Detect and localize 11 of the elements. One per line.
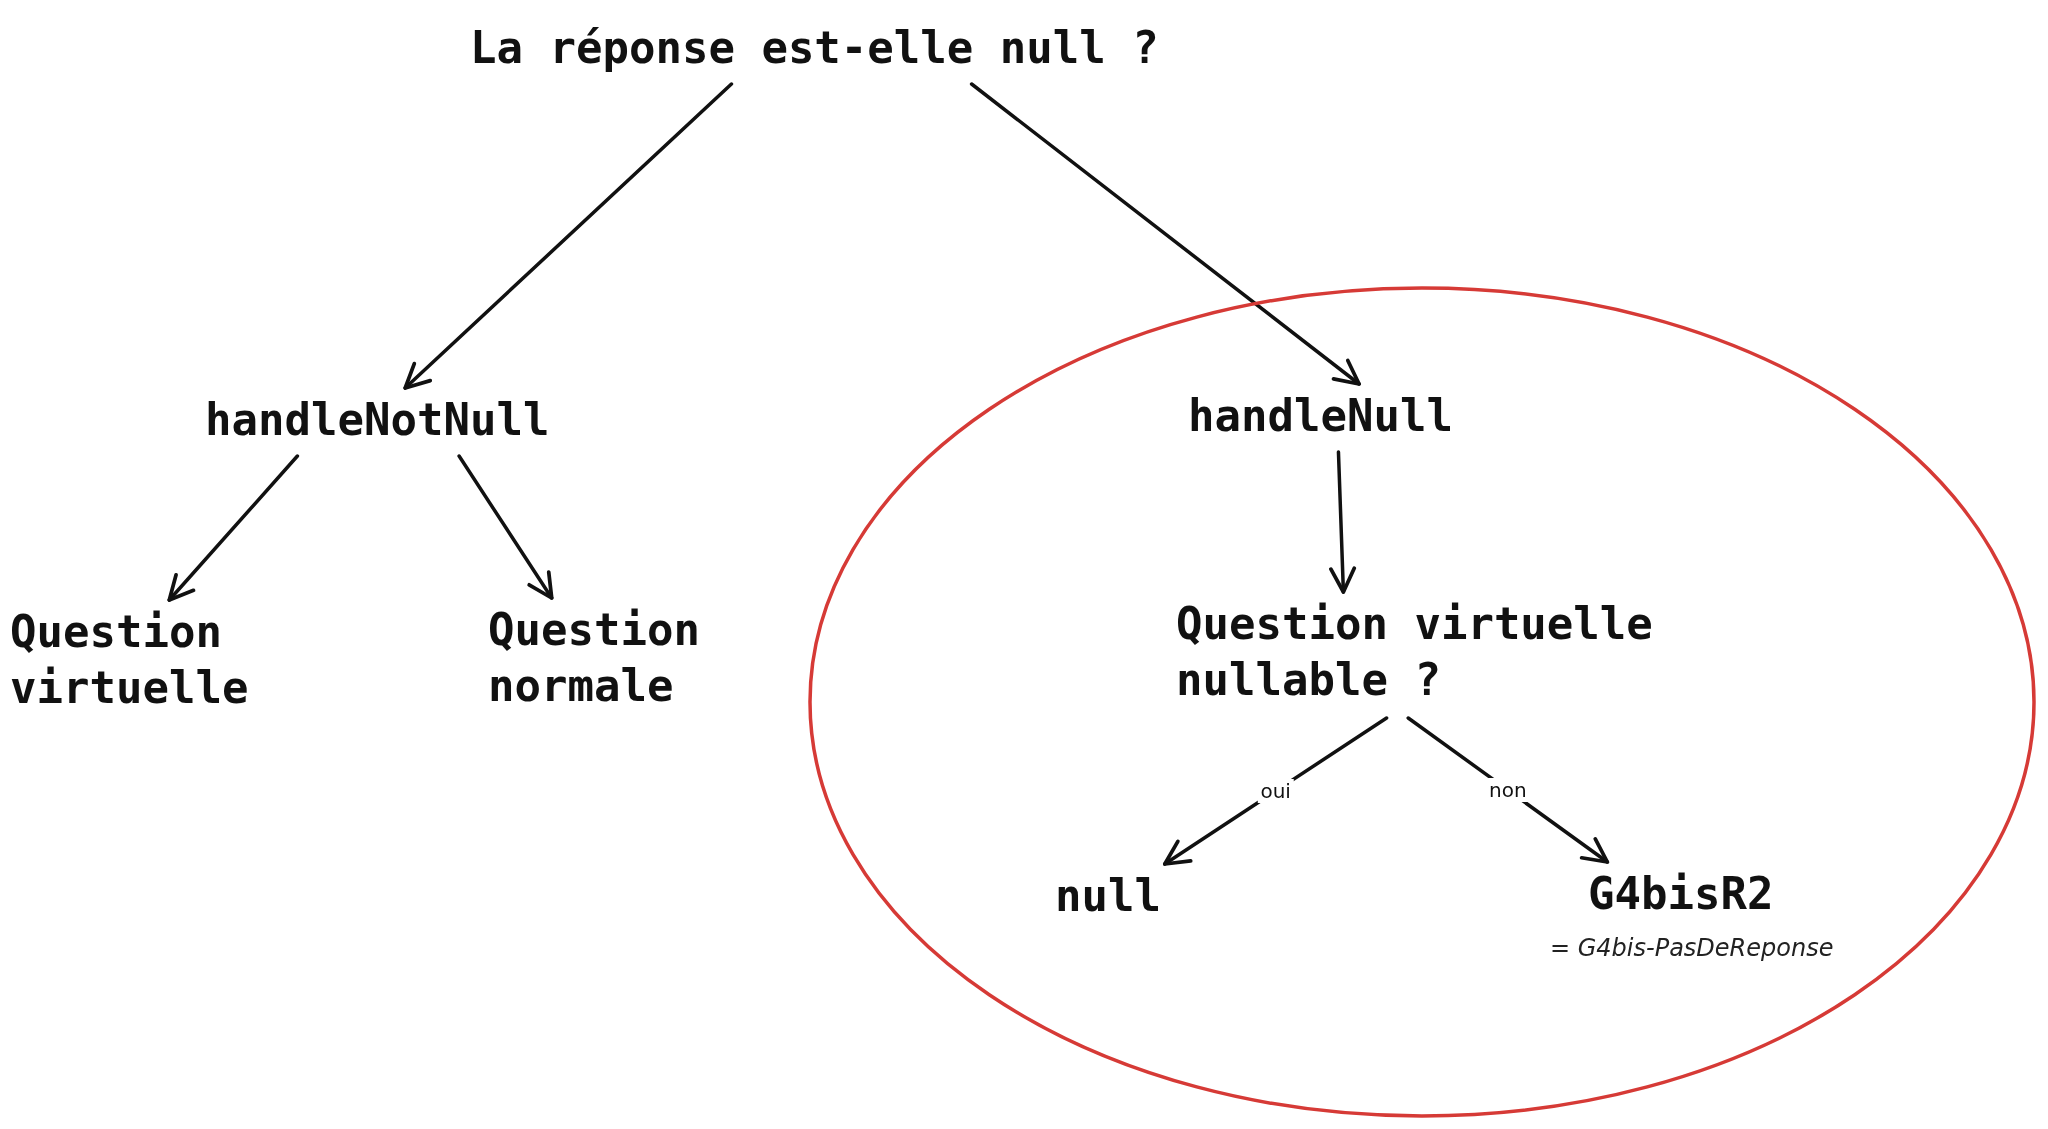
node-label: handleNotNull [205, 393, 551, 447]
node-label: handleNull [1188, 389, 1454, 443]
node-label: La réponse est-elle null ? [470, 21, 1160, 75]
edge-label: oui [1257, 779, 1294, 803]
edge-label: non [1485, 778, 1530, 802]
node-note: = G4bis-PasDeReponse [1550, 934, 1834, 962]
node-label: Question virtuelle nullable ? [1176, 597, 1654, 707]
node-label: null [1055, 869, 1162, 923]
node-label: G4bisR2 [1588, 867, 1775, 921]
node-label: Question virtuelle [10, 605, 250, 715]
node-label: Question normale [488, 603, 701, 713]
